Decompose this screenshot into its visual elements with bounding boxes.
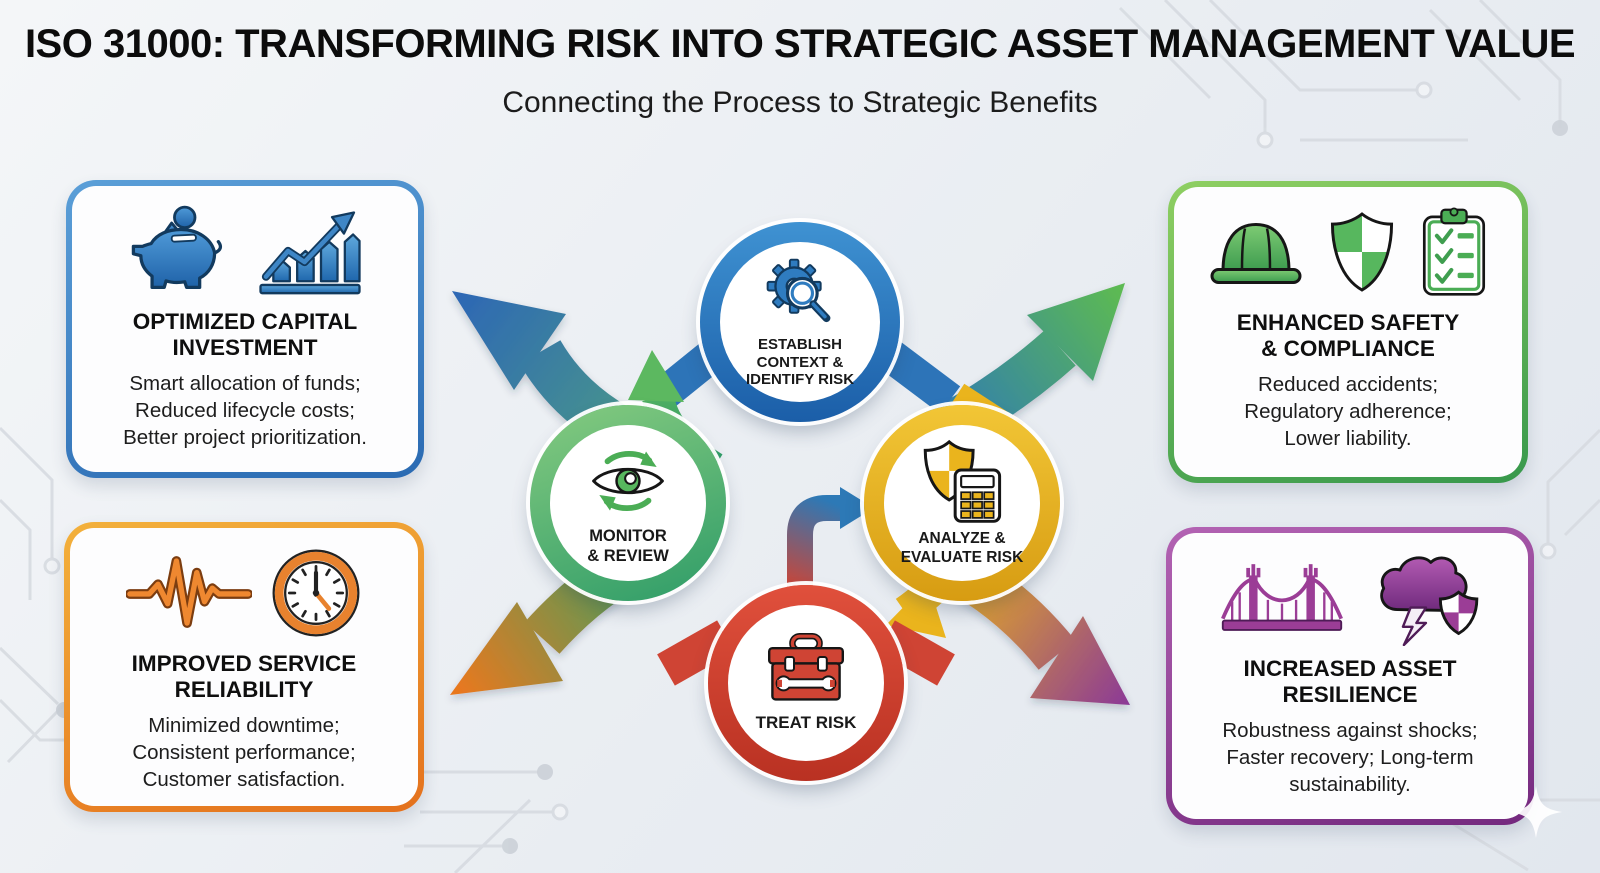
card-description: Minimized downtime; Consistent performan… (132, 712, 355, 794)
label-line: EVALUATE RISK (900, 548, 1024, 566)
card-description-line: Robustness against shocks; (1222, 718, 1478, 742)
card-title-line: INCREASED ASSET (1243, 656, 1457, 681)
benefit-card-improved-service-reliability: IMPROVED SERVICE RELIABILITY Minimized d… (64, 522, 424, 812)
card-description-line: Smart allocation of funds; (129, 371, 361, 395)
connector-establish-right (875, 338, 961, 414)
label-line: IDENTIFY RISK (745, 371, 855, 389)
checklist-icon (1422, 207, 1486, 296)
shield-check-icon (1330, 212, 1394, 292)
growth-chart-icon (259, 211, 361, 295)
card-description-line: Reduced lifecycle costs; (135, 399, 355, 422)
card-title-line: ENHANCED SAFETY (1236, 310, 1460, 335)
card-description-line: Lower liability. (1284, 427, 1412, 451)
waveform-icon (126, 556, 252, 628)
card-icon-row (125, 202, 365, 300)
card-title: INCREASED ASSET RESILIENCE (1244, 656, 1457, 708)
card-description-line: Consistent performance; (132, 741, 356, 764)
card-title-line: IMPROVED SERVICE (131, 651, 357, 676)
card-title: OPTIMIZED CAPITAL INVESTMENT (133, 309, 358, 361)
process-node-treat-risk: TREAT RISK (708, 585, 904, 781)
card-description-line: Faster recovery; Long-term (1226, 746, 1474, 769)
sparkle-decoration (1510, 786, 1562, 838)
clock-icon (272, 549, 360, 637)
piggy-bank-icon (131, 205, 223, 290)
card-description: Reduced accidents; Regulatory adherence;… (1244, 371, 1451, 453)
card-description: Smart allocation of funds; Reduced lifec… (123, 370, 367, 452)
label-line: MONITOR (589, 527, 667, 546)
eye-cycle-icon (592, 451, 664, 512)
benefit-card-increased-asset-resilience: INCREASED ASSET RESILIENCE Robustness ag… (1166, 527, 1534, 825)
label-line: TREAT RISK (755, 713, 857, 733)
storm-shield-icon (1380, 556, 1479, 646)
label-line: ANALYZE & (918, 530, 1006, 548)
card-description-line: Regulatory adherence; (1244, 400, 1452, 423)
card-title-line: INVESTMENT (172, 334, 318, 360)
card-description-line: Better project prioritization. (123, 426, 367, 450)
process-node-analyze-evaluate-risk: ANALYZE & EVALUATE RISK (864, 405, 1060, 601)
process-node-label: ESTABLISH CONTEXT & IDENTIFY RISK (746, 336, 854, 389)
bridge-icon (1221, 564, 1343, 631)
page-subtitle: Connecting the Process to Strategic Bene… (502, 86, 1098, 119)
card-title-line: RESILIENCE (1282, 681, 1418, 707)
card-icon-row (126, 544, 362, 642)
process-node-monitor-review: MONITOR & REVIEW (530, 405, 726, 601)
page-title: ISO 31000: TRANSFORMING RISK INTO STRATE… (24, 22, 1576, 66)
card-title: ENHANCED SAFETY & COMPLIANCE (1237, 310, 1460, 362)
card-title-line: RELIABILITY (174, 676, 314, 702)
arrow-treat-to-analyze (787, 487, 874, 605)
card-icon-row (1216, 549, 1484, 647)
process-node-label: ANALYZE & EVALUATE RISK (901, 530, 1024, 567)
process-node-establish-context-identify-risk: ESTABLISH CONTEXT & IDENTIFY RISK (700, 222, 900, 422)
card-title-line: & COMPLIANCE (1261, 335, 1435, 361)
process-node-label: TREAT RISK (756, 713, 857, 733)
card-description-line: sustainability. (1289, 773, 1411, 797)
label-line: & REVIEW (587, 546, 669, 565)
card-description-line: Customer satisfaction. (142, 768, 346, 792)
card-title-line: OPTIMIZED CAPITAL (132, 309, 358, 334)
card-description-line: Reduced accidents; (1257, 372, 1439, 396)
card-icon-row (1206, 203, 1490, 301)
label-line: CONTEXT & (756, 353, 844, 371)
shield-calculator-icon (923, 440, 1002, 524)
process-node-label: MONITOR & REVIEW (587, 527, 669, 566)
label-line: ESTABLISH (758, 335, 842, 353)
connector-monitor-arrowhead (628, 350, 684, 402)
hard-hat-icon (1210, 222, 1302, 284)
benefit-card-optimized-capital-investment: OPTIMIZED CAPITAL INVESTMENT Smart alloc… (66, 180, 424, 478)
card-title: IMPROVED SERVICE RELIABILITY (132, 651, 357, 703)
benefit-card-enhanced-safety-compliance: ENHANCED SAFETY & COMPLIANCE Reduced acc… (1168, 181, 1528, 483)
toolbox-icon (768, 633, 844, 702)
card-description-line: Minimized downtime; (148, 713, 340, 737)
gear-magnifier-icon (766, 258, 831, 323)
card-description: Robustness against shocks; Faster recove… (1222, 717, 1477, 799)
connector-treat-right (877, 620, 955, 686)
